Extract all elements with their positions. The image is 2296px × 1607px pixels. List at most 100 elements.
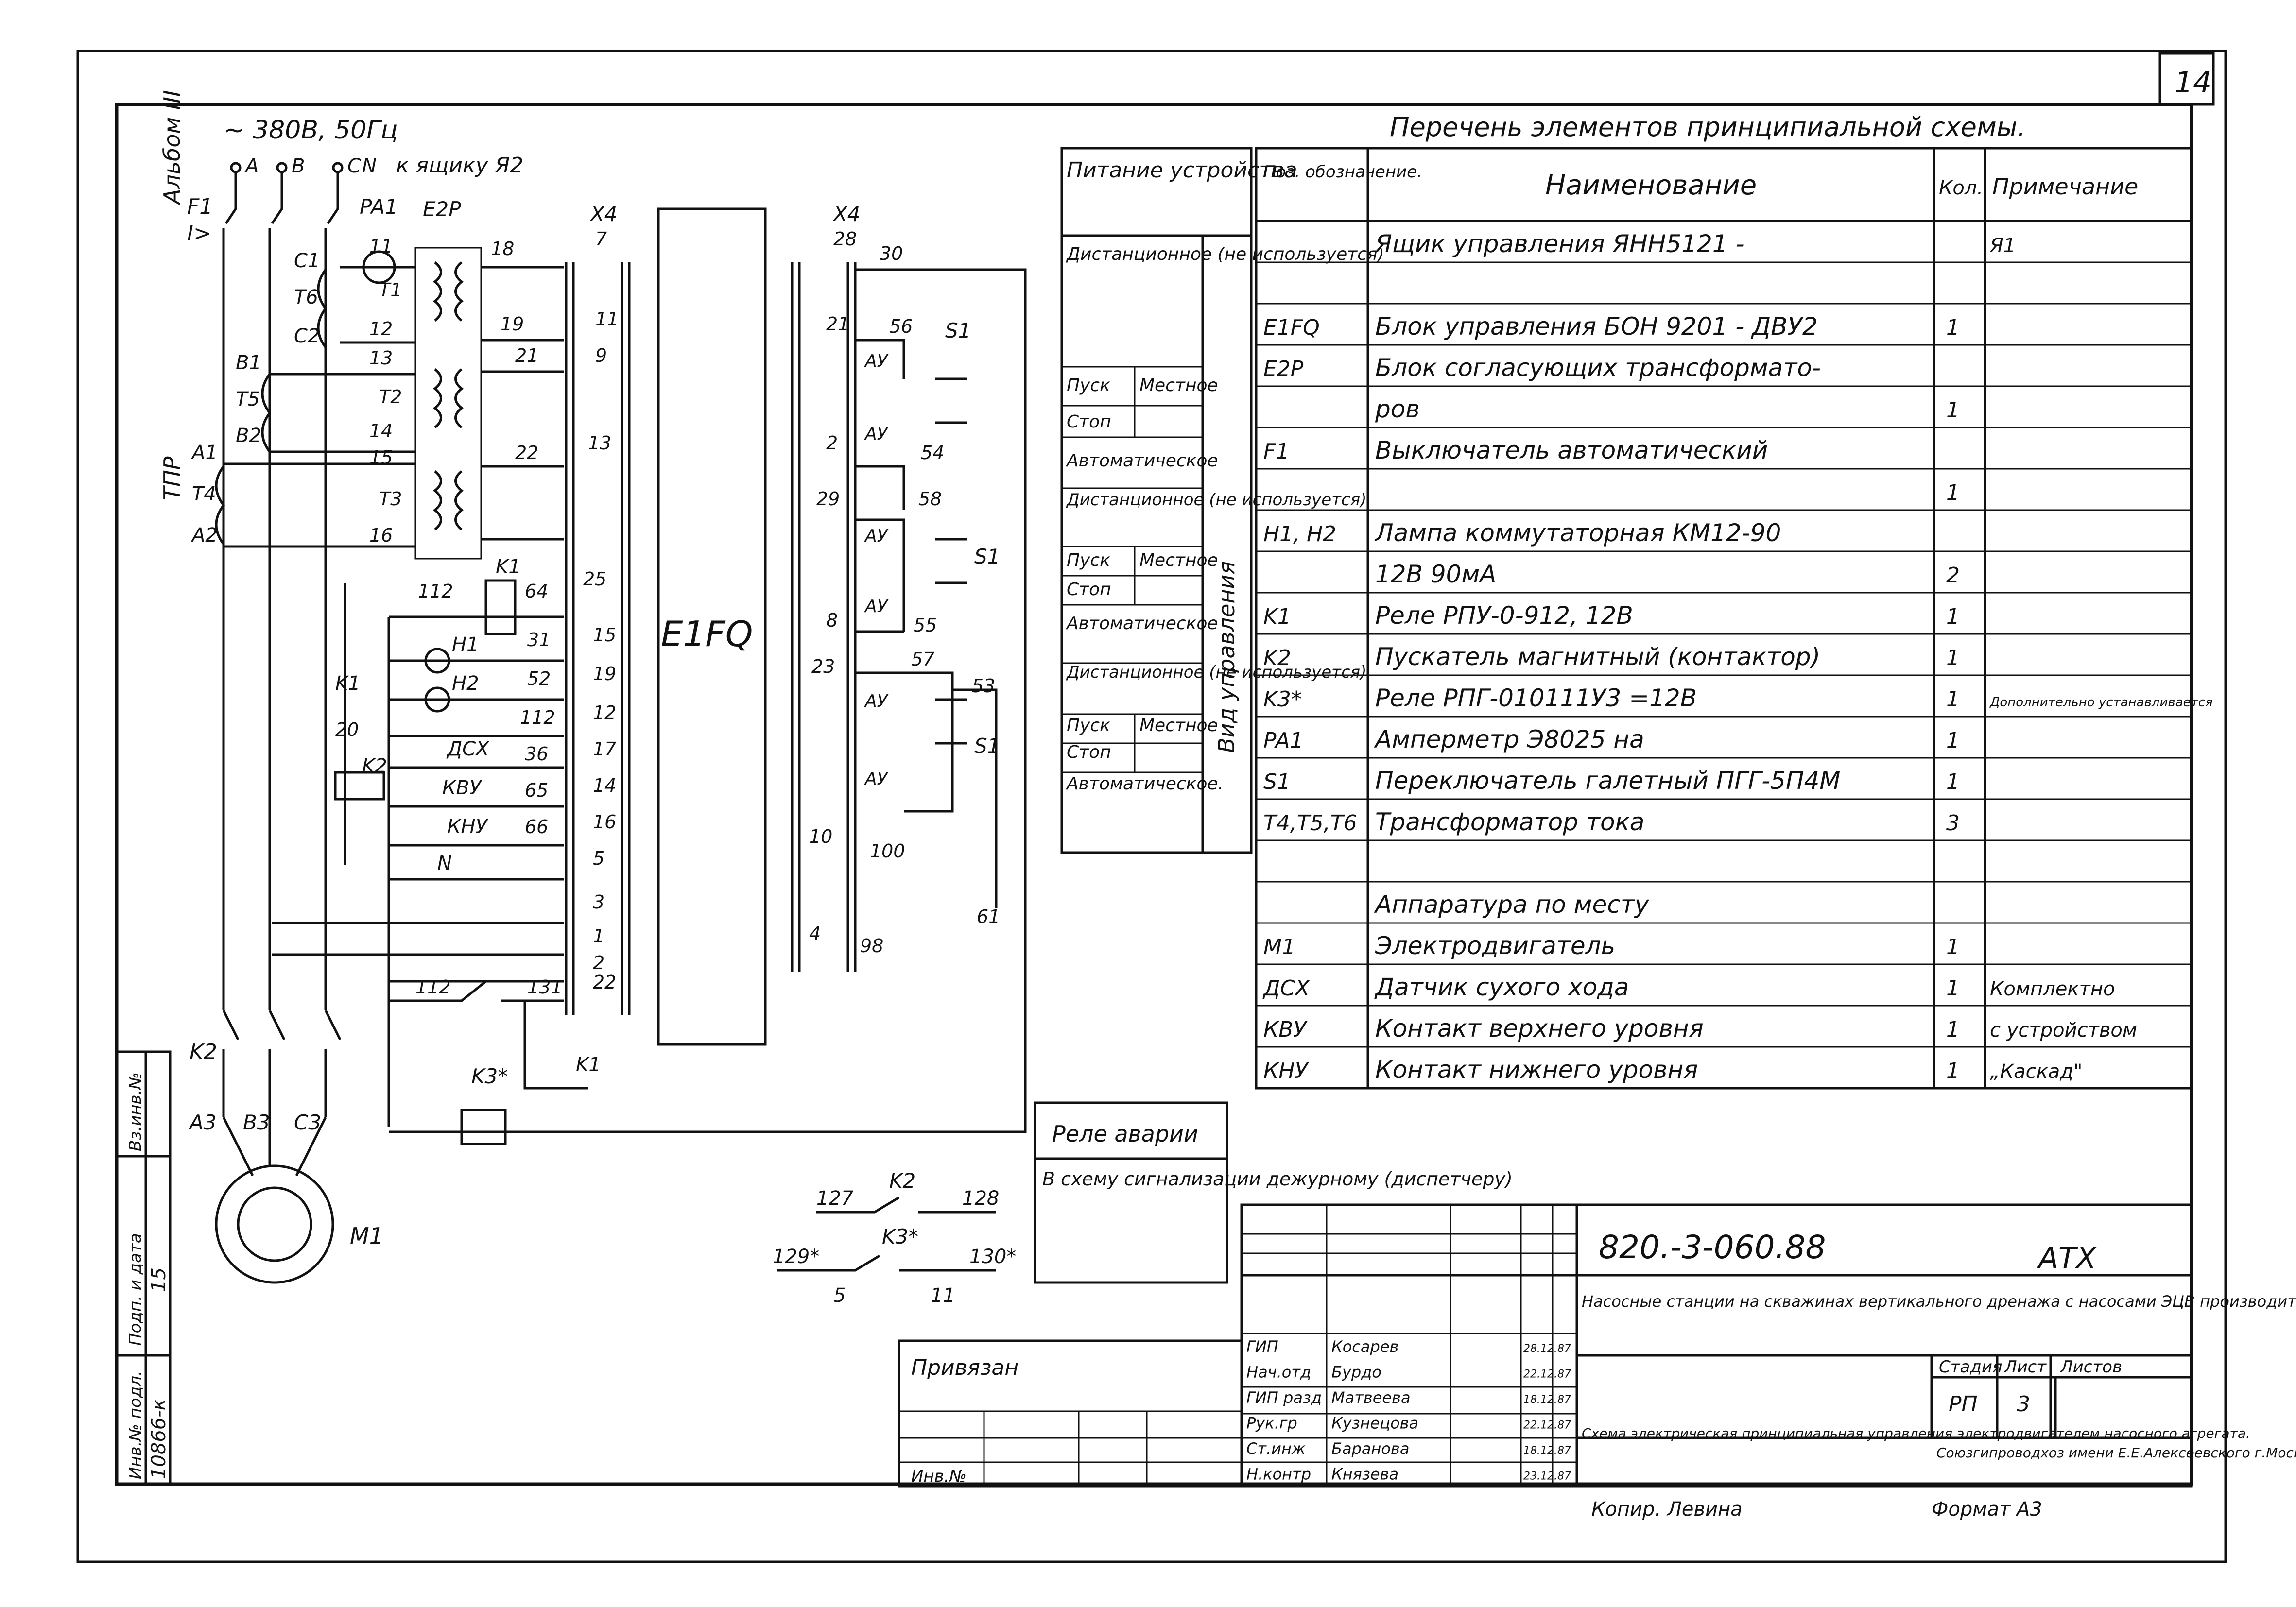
elements-cell-name: Блок согласующих трансформато-: [1375, 354, 1821, 382]
svg-text:20: 20: [335, 719, 359, 740]
svg-text:S1: S1: [945, 319, 971, 342]
elements-cell-pos: K1: [1263, 604, 1291, 629]
wire-number-labels: 18 11 12 19 13 21 14 22 15 16 112 64 31 …: [369, 236, 555, 838]
elements-cell-name: ров: [1375, 395, 1420, 423]
elements-cell-name: Пускатель магнитный (контактор): [1375, 643, 1820, 671]
svg-text:АУ: АУ: [864, 769, 889, 789]
signer-role: Нач.отд: [1246, 1363, 1311, 1382]
svg-text:X4: X4: [832, 202, 861, 226]
svg-text:АУ: АУ: [864, 424, 889, 444]
elements-cell-qty: 1: [1946, 769, 1960, 794]
k3-coil: [460, 1109, 507, 1145]
svg-text:5: 5: [833, 1284, 846, 1307]
svg-text:H1: H1: [452, 633, 479, 656]
elements-cell-name: Реле РПУ-0-912, 12В: [1375, 601, 1633, 630]
elements-cell-pos: S1: [1263, 769, 1291, 794]
svg-text:12: 12: [369, 318, 393, 340]
svg-text:K2: K2: [889, 1169, 915, 1193]
elements-cell-pos: КВУ: [1263, 1017, 1308, 1042]
svg-text:12: 12: [593, 702, 616, 723]
elements-cell-note: с устройством: [1990, 1019, 2137, 1042]
svg-text:Вид управления: Вид управления: [1213, 561, 1240, 753]
svg-text:C3: C3: [294, 1111, 321, 1134]
elements-cell-qty: 1: [1946, 1017, 1960, 1042]
elements-cell-qty: 3: [1946, 811, 1960, 836]
svg-text:65: 65: [525, 780, 548, 801]
svg-text:129*: 129*: [773, 1246, 819, 1268]
inner-frame: [115, 103, 2193, 1486]
svg-text:K2: K2: [362, 755, 387, 777]
svg-text:30: 30: [880, 243, 903, 264]
svg-text:КВУ: КВУ: [442, 777, 483, 799]
lamp-h2-icon: [424, 686, 450, 713]
svg-text:2: 2: [826, 432, 838, 454]
e1fq-block: [657, 207, 767, 1046]
svg-text:16: 16: [369, 525, 393, 546]
svg-text:17: 17: [593, 738, 616, 760]
elements-cell-pos: ДСХ: [1262, 976, 1310, 1001]
elements-cell-name: Контакт верхнего уровня: [1375, 1014, 1704, 1043]
signer-role: ГИП: [1246, 1337, 1278, 1356]
svg-text:S1: S1: [974, 545, 1000, 568]
tpr-label: ТПР: [159, 456, 185, 500]
svg-text:F1: F1: [187, 194, 213, 219]
svg-text:8: 8: [826, 610, 838, 631]
signer-role: Н.контр: [1246, 1465, 1311, 1484]
elements-cell-pos: K2: [1263, 646, 1291, 670]
signer-date: 18.12.87: [1523, 1445, 1571, 1457]
svg-text:Формат А3: Формат А3: [1932, 1498, 2042, 1521]
svg-text:T4: T4: [192, 483, 216, 505]
svg-text:31: 31: [527, 629, 551, 650]
signer-name: Князева: [1331, 1465, 1398, 1484]
elements-cell-pos: M1: [1263, 935, 1295, 959]
svg-text:10: 10: [809, 826, 832, 847]
svg-text:4: 4: [809, 923, 821, 944]
document-code: 820.-3-060.88: [1599, 1229, 1826, 1266]
title-block: Привязан Инв.№ 820.-3-060.88 АТХ Насосны…: [898, 1203, 2296, 1521]
svg-text:A2: A2: [190, 524, 218, 547]
svg-text:25: 25: [583, 568, 606, 590]
svg-text:18: 18: [491, 238, 514, 259]
svg-text:Автоматическое: Автоматическое: [1066, 614, 1218, 633]
svg-text:T3: T3: [379, 488, 402, 510]
elements-cell-pos: T4,T5,T6: [1263, 811, 1357, 836]
signer-role: Рук.гр: [1246, 1414, 1297, 1433]
svg-text:131: 131: [527, 976, 563, 998]
signer-name: Матвеева: [1331, 1388, 1411, 1407]
svg-text:A: A: [244, 155, 259, 177]
svg-text:Поз. обозначение.: Поз. обозначение.: [1263, 162, 1422, 182]
elements-cell-qty: 1: [1946, 1059, 1960, 1083]
selector-switch-s1: 56 54 58 55 57 53 S1 S1 S1 АУ АУ АУ АУ А…: [855, 316, 1000, 908]
svg-text:Стадия: Стадия: [1939, 1357, 2002, 1377]
svg-text:B1: B1: [236, 352, 261, 374]
elements-cell-name: Амперметр Э8025 на: [1374, 725, 1644, 753]
svg-text:21: 21: [826, 313, 849, 335]
svg-text:РП: РП: [1949, 1392, 1978, 1417]
svg-text:15: 15: [593, 624, 616, 646]
supply-title: ~ 380В, 50Гц: [224, 116, 398, 145]
svg-text:1: 1: [593, 925, 604, 947]
signer-name: Косарев: [1331, 1337, 1398, 1356]
svg-text:K2: K2: [190, 1040, 217, 1064]
svg-text:112: 112: [418, 581, 453, 602]
elements-cell-note: „Каскад": [1990, 1060, 2082, 1083]
svg-text:9: 9: [595, 345, 607, 366]
svg-text:13: 13: [588, 432, 611, 454]
svg-text:N: N: [362, 155, 377, 177]
svg-text:14: 14: [593, 775, 616, 796]
k2-coil: [334, 771, 385, 801]
svg-text:B2: B2: [236, 425, 261, 447]
svg-text:T5: T5: [236, 388, 260, 410]
svg-text:Вз.инв.№: Вз.инв.№: [126, 1072, 145, 1151]
svg-text:29: 29: [816, 488, 840, 510]
elements-cell-pos: F1: [1263, 439, 1289, 464]
svg-text:Союзгипроводхоз имени Е.Е.Алек: Союзгипроводхоз имени Е.Е.Алексеевского …: [1936, 1445, 2296, 1461]
svg-text:Стоп: Стоп: [1067, 742, 1111, 762]
lamp-h1-icon: [424, 648, 450, 674]
alarm-contacts: K2 K3* 127 128 129* 130* 5 11: [773, 1169, 1016, 1307]
svg-text:15: 15: [148, 1267, 170, 1292]
svg-text:Местное: Местное: [1139, 550, 1218, 570]
svg-text:112: 112: [520, 707, 555, 728]
